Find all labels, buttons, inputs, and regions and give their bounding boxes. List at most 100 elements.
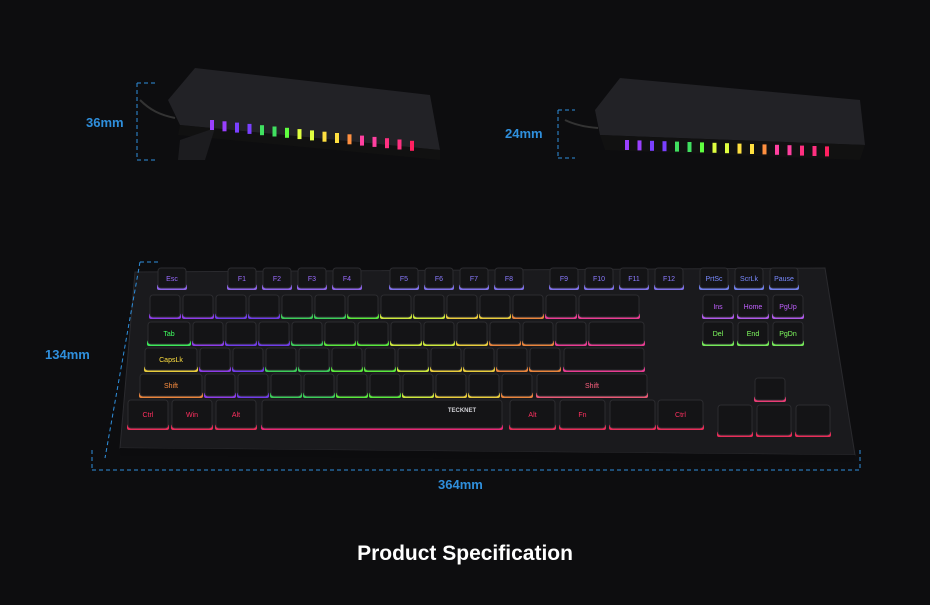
number-key <box>182 294 214 319</box>
letter-key <box>402 373 434 398</box>
letter-key <box>369 373 401 398</box>
side-led <box>347 134 352 145</box>
side-led <box>675 141 679 152</box>
letter-key <box>468 373 500 398</box>
shift-left-key: Shift <box>139 373 203 398</box>
fn-key: Fn <box>559 399 606 430</box>
side-led <box>285 127 289 138</box>
key-label: CapsLk <box>159 357 183 364</box>
backspace-key <box>578 294 640 319</box>
letter-key <box>331 347 363 372</box>
function-key: F11 <box>619 267 649 290</box>
key-label: Alt <box>528 412 536 419</box>
letter-key <box>555 321 587 346</box>
function-key: F12 <box>654 267 684 290</box>
side-led <box>762 144 767 155</box>
side-led <box>687 142 692 152</box>
letter-key <box>390 321 422 346</box>
letter-key <box>496 347 528 372</box>
side-led <box>335 133 339 143</box>
side-led <box>372 136 377 147</box>
side-led <box>712 142 717 153</box>
arrow-left-key <box>717 404 753 437</box>
side-profile-back <box>564 78 865 160</box>
key-label: Ctrl <box>143 412 154 419</box>
number-key <box>413 294 445 319</box>
letter-key <box>357 321 389 346</box>
letter-key <box>489 321 521 346</box>
product-specification-title: Product Specification <box>357 542 573 565</box>
letter-key <box>336 373 368 398</box>
side-led <box>750 144 754 154</box>
side-led <box>725 143 729 154</box>
side-led <box>825 146 829 157</box>
letter-key <box>204 373 236 398</box>
letter-key <box>364 347 396 372</box>
letter-key <box>303 373 335 398</box>
number-key <box>149 294 181 319</box>
dimension-depth <box>104 261 160 459</box>
letter-key <box>270 373 302 398</box>
letter-key <box>522 321 554 346</box>
letter-key <box>463 347 495 372</box>
nav-key: PgUp <box>772 294 804 319</box>
key-label: Del <box>713 331 724 338</box>
brand-logo: TECKNET <box>448 408 477 414</box>
menu-key <box>609 399 656 430</box>
side-led <box>775 144 779 155</box>
key-label: F2 <box>273 276 281 283</box>
key-label: F3 <box>308 276 316 283</box>
function-key: F8 <box>494 267 524 290</box>
key-label: F1 <box>238 276 246 283</box>
letter-key <box>397 347 429 372</box>
side-led <box>787 145 792 156</box>
number-key <box>248 294 280 319</box>
backslash-key <box>588 321 645 346</box>
shift-right-key: Shift <box>536 373 648 398</box>
depth-label: 134mm <box>45 347 90 362</box>
letter-key <box>501 373 533 398</box>
letter-key <box>232 347 264 372</box>
ctrl-right-key: Ctrl <box>657 399 704 430</box>
side-led <box>272 126 277 137</box>
function-key: F5 <box>389 267 419 290</box>
letter-key <box>298 347 330 372</box>
number-key <box>512 294 544 319</box>
key-label: Pause <box>774 276 794 283</box>
nav-key: End <box>737 321 769 346</box>
side-led <box>700 142 704 153</box>
side-led <box>662 141 667 152</box>
function-key: ScrLk <box>734 267 764 290</box>
height-front-label: 36mm <box>86 115 124 130</box>
key-label: Ins <box>713 304 723 311</box>
key-label: Home <box>744 304 763 311</box>
letter-key <box>237 373 269 398</box>
number-key <box>314 294 346 319</box>
function-key: F9 <box>549 267 579 290</box>
enter-key <box>563 347 645 372</box>
win-key: Win <box>171 399 213 430</box>
function-key: PrtSc <box>699 267 729 290</box>
side-led <box>625 140 629 150</box>
arrow-right-key <box>795 404 831 437</box>
number-key <box>446 294 478 319</box>
dimension-height-front <box>136 82 155 161</box>
width-label: 364mm <box>438 477 483 492</box>
side-led <box>397 139 402 150</box>
letter-key <box>192 321 224 346</box>
letter-key <box>529 347 561 372</box>
letter-key <box>225 321 257 346</box>
number-key <box>347 294 379 319</box>
dimension-height-back <box>557 109 575 159</box>
side-led <box>297 129 302 140</box>
side-led <box>247 123 252 134</box>
letter-key <box>258 321 290 346</box>
letter-key <box>435 373 467 398</box>
key-label: Alt <box>232 412 240 419</box>
letter-key <box>423 321 455 346</box>
key-label: F9 <box>560 276 568 283</box>
side-led <box>222 121 227 132</box>
